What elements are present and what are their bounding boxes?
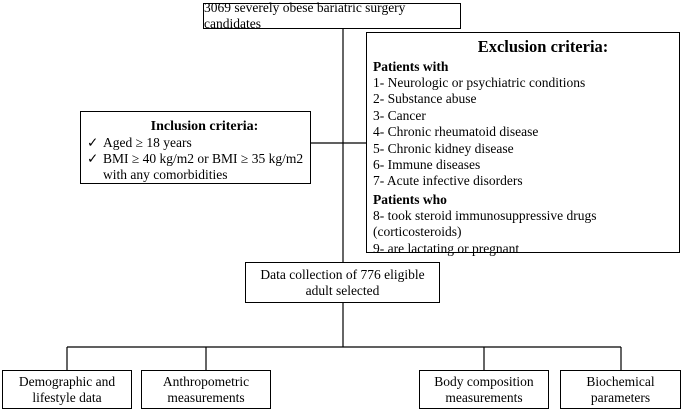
exclusion-item: 8- took steroid immunosuppressive drugs … <box>373 207 597 240</box>
check-mark-icon: ✓ <box>87 135 99 150</box>
inclusion-item: ✓ Aged ≥ 18 years <box>87 135 304 151</box>
exclusion-item: 9- are lactating or pregnant <box>373 240 520 256</box>
exclusion-item: 1- Neurologic or psychiatric conditions <box>373 75 586 90</box>
exclusion-group1-heading: Patients with <box>373 59 449 74</box>
exclusion-item: 5- Chronic kidney disease <box>373 140 514 156</box>
outcome-box-anthropometric: Anthropometric measurements <box>141 370 271 409</box>
inclusion-item-text: BMI ≥ 40 kg/m2 or BMI ≥ 35 kg/m2 with an… <box>103 151 304 182</box>
outcome-box-demographic: Demographic and lifestyle data <box>2 370 132 409</box>
check-mark-icon: ✓ <box>87 151 99 166</box>
exclusion-criteria-box: Exclusion criteria: Patients with 1- Neu… <box>366 32 680 256</box>
exclusion-item: 3- Cancer <box>373 107 426 123</box>
outcome-label: Biochemical parameters <box>586 373 655 405</box>
outcome-label: Body composition measurements <box>434 373 534 405</box>
exclusion-item: 2- Substance abuse <box>373 91 477 107</box>
outcome-box-biochemical: Biochemical parameters <box>560 370 681 409</box>
exclusion-item: 4- Chronic rheumatoid disease <box>373 124 539 140</box>
inclusion-item: ✓ BMI ≥ 40 kg/m2 or BMI ≥ 35 kg/m2 with … <box>87 151 304 183</box>
outcome-label: Demographic and lifestyle data <box>18 373 116 405</box>
inclusion-title: Inclusion criteria: <box>150 119 259 134</box>
exclusion-group2-heading: Patients who <box>373 191 447 207</box>
exclusion-item: 7- Acute infective disorders <box>373 173 523 189</box>
candidates-box: 3069 severely obese bariatric surgery ca… <box>203 0 461 31</box>
selected-box: Data collection of 776 eligible adult se… <box>245 262 440 303</box>
selected-label: Data collection of 776 eligible adult se… <box>260 266 425 298</box>
exclusion-item: 6- Immune diseases <box>373 157 481 173</box>
outcome-label: Anthropometric measurements <box>162 373 250 405</box>
exclusion-title: Exclusion criteria: <box>477 37 609 56</box>
candidates-label: 3069 severely obese bariatric surgery ca… <box>204 0 406 31</box>
inclusion-criteria-box: Inclusion criteria: ✓ Aged ≥ 18 years ✓ … <box>80 111 311 184</box>
inclusion-item-text: Aged ≥ 18 years <box>103 135 192 150</box>
outcome-box-body-composition: Body composition measurements <box>419 370 549 409</box>
